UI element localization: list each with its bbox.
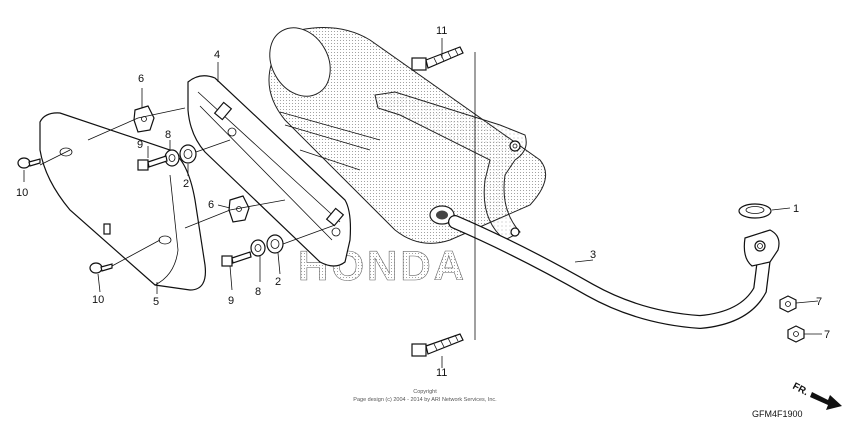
bolt-lower xyxy=(221,251,252,267)
callout-6-upper: 6 xyxy=(138,73,144,85)
callout-4: 4 xyxy=(214,49,220,61)
bolt-upper xyxy=(137,155,168,171)
collar-lower xyxy=(250,239,266,257)
clip-lower xyxy=(228,195,250,223)
callout-7-lower: 7 xyxy=(824,329,830,341)
callout-9-lower: 9 xyxy=(228,295,234,307)
clip-upper xyxy=(133,105,155,133)
callout-5: 5 xyxy=(153,296,159,308)
muffler-end-cap xyxy=(269,27,331,97)
callout-1: 1 xyxy=(793,203,799,215)
copyright-line-1: Copyright xyxy=(413,389,437,395)
exhaust-pipe xyxy=(448,215,780,330)
callout-11-bottom: 11 xyxy=(436,367,447,379)
muffler-bolt-upper xyxy=(411,46,464,71)
grommet-lower xyxy=(266,234,284,254)
screw-upper xyxy=(17,157,41,169)
direction-label: FR. xyxy=(791,381,811,398)
exhaust-outer-cover xyxy=(39,112,207,291)
arrow-right-down-icon xyxy=(810,392,842,410)
diagram-code: GFM4F1900 xyxy=(752,409,803,419)
callout-2-upper: 2 xyxy=(183,178,189,190)
callout-3: 3 xyxy=(590,249,596,261)
callout-7-upper: 7 xyxy=(816,296,822,308)
callout-11-top: 11 xyxy=(436,25,447,37)
callout-10-upper: 10 xyxy=(16,187,28,199)
callout-6-lower: 6 xyxy=(208,199,214,211)
callout-9-upper: 9 xyxy=(137,139,143,151)
direction-indicator: FR. xyxy=(791,381,842,410)
callout-2-lower: 2 xyxy=(275,276,281,288)
callouts: 11 11 1 3 4 5 6 6 7 7 8 8 9 9 2 2 10 10 xyxy=(16,25,830,379)
callout-10-lower: 10 xyxy=(92,294,104,306)
callout-8-upper: 8 xyxy=(165,129,171,141)
grommet-upper xyxy=(179,144,197,164)
muffler-bolt-lower xyxy=(411,333,464,357)
heat-shield-protector xyxy=(187,75,352,267)
collar-upper xyxy=(164,149,180,167)
leader-lines xyxy=(23,38,822,368)
muffler xyxy=(268,27,547,244)
exhaust-gasket xyxy=(738,203,772,219)
muffler-bracket xyxy=(374,91,527,241)
copyright-line-2: Page design (c) 2004 - 2014 by ARI Netwo… xyxy=(353,397,497,403)
exhaust-nut-lower xyxy=(787,325,805,343)
exhaust-nut-upper xyxy=(779,295,797,313)
callout-8-lower: 8 xyxy=(255,286,261,298)
screw-lower xyxy=(89,262,113,274)
